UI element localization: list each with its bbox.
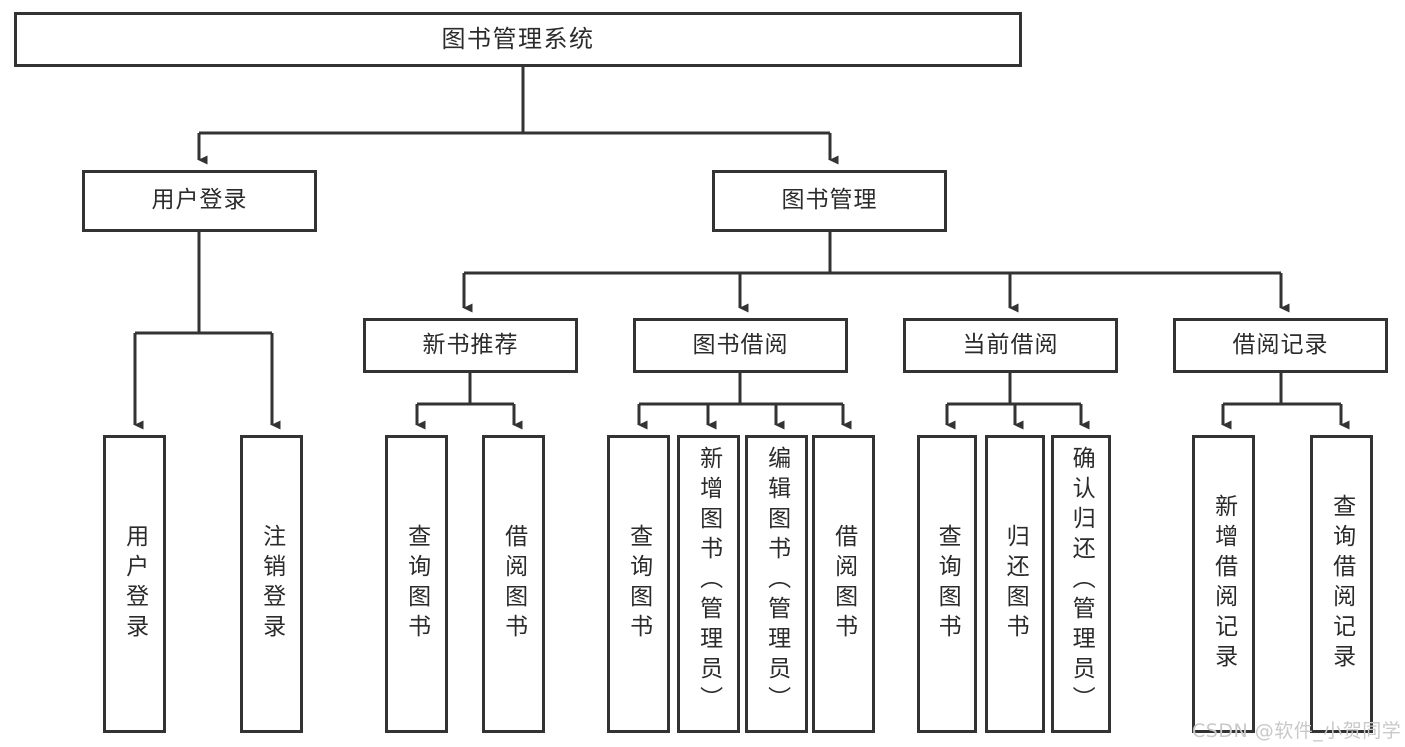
leaf-query-book-1[interactable]: 查询图书	[385, 435, 448, 733]
leaf-add-borrow-record[interactable]: 新增借阅记录	[1192, 435, 1255, 733]
leaf-edit-book-admin[interactable]: 编辑图书（管理员）	[745, 435, 808, 733]
leaf-user-login[interactable]: 用户登录	[103, 435, 166, 733]
leaf-borrow-book-2[interactable]: 借阅图书	[812, 435, 875, 733]
leaf-logout[interactable]: 注销登录	[240, 435, 303, 733]
node-book-borrow[interactable]: 图书借阅	[633, 318, 848, 373]
node-current-borrow[interactable]: 当前借阅	[903, 318, 1118, 373]
leaf-add-book-admin[interactable]: 新增图书（管理员）	[677, 435, 740, 733]
leaf-query-book-2[interactable]: 查询图书	[607, 435, 670, 733]
csdn-watermark: CSDN @软件_小贺同学	[1192, 720, 1402, 742]
leaf-query-book-3[interactable]: 查询图书	[917, 435, 977, 733]
node-book-management[interactable]: 图书管理	[712, 170, 947, 232]
leaf-query-borrow-record[interactable]: 查询借阅记录	[1310, 435, 1373, 733]
node-title-library-system[interactable]: 图书管理系统	[14, 12, 1022, 67]
node-user-login[interactable]: 用户登录	[82, 170, 317, 232]
leaf-borrow-book-1[interactable]: 借阅图书	[482, 435, 545, 733]
leaf-confirm-return-admin[interactable]: 确认归还（管理员）	[1051, 435, 1111, 733]
node-new-book-recommend[interactable]: 新书推荐	[363, 318, 578, 373]
leaf-return-book[interactable]: 归还图书	[985, 435, 1045, 733]
node-borrow-record[interactable]: 借阅记录	[1173, 318, 1388, 373]
